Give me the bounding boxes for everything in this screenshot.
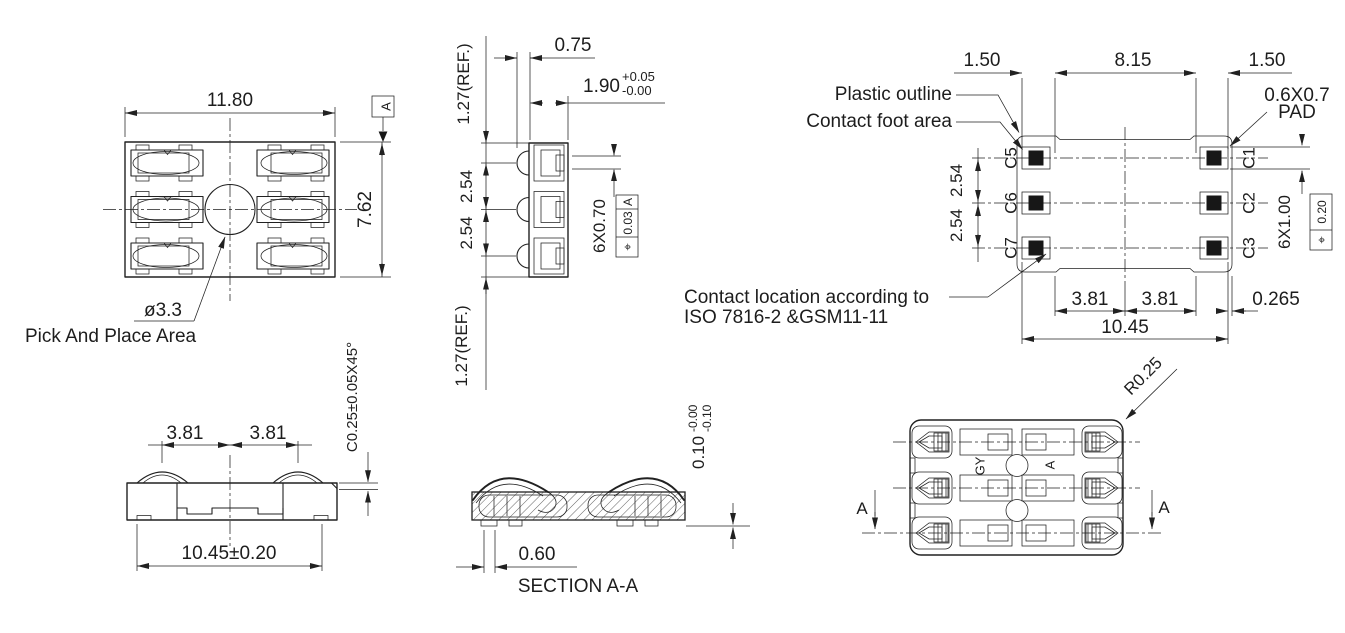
dim-total: 10.45	[1101, 317, 1149, 338]
dim-edge: 0.265	[1252, 289, 1300, 310]
pad-label-c2: C2	[1239, 192, 1258, 214]
pad-size: 0.6X0.7	[1264, 85, 1330, 106]
contact-bump-right	[272, 471, 324, 484]
mold-mark-gy: GY	[972, 456, 987, 475]
section-view: 0.60 0.10 -0.00 -0.10 SECTION A-A	[456, 404, 750, 597]
position-symbol-icon: ⌖	[1314, 236, 1329, 244]
fcf-datum: A	[621, 198, 635, 206]
standoff-tol-dn: -0.10	[700, 404, 714, 432]
dim-pitch-b: 2.54	[947, 209, 966, 242]
cut-label-right: A	[1158, 498, 1170, 517]
pad-label-c7: C7	[1001, 237, 1020, 259]
spring-contact-right	[608, 477, 685, 501]
pad-word: PAD	[1278, 102, 1316, 123]
side-contact	[516, 144, 565, 182]
fcf-tolerance: 0.20	[1315, 200, 1329, 224]
dim-body-tol-up: +0.05	[622, 69, 655, 84]
pad-label-c1: C1	[1239, 147, 1258, 169]
pad-label-c3: C3	[1239, 237, 1258, 259]
front-view-body	[126, 482, 338, 521]
side-view: 1.27(REF.) 2.54 2.54 1.27(REF.) 0.75 1.9…	[452, 35, 665, 390]
dim-body-tol-dn: -0.00	[622, 83, 652, 98]
bottom-view-body	[909, 419, 1124, 556]
hole-diameter: ø3.3	[144, 300, 182, 321]
bottom-view: GY A R0.25 A A	[856, 353, 1178, 556]
pick-place-circle	[204, 183, 256, 236]
dim-contact-width: 6X0.70	[590, 199, 609, 253]
dim-381a: 3.81	[167, 423, 204, 444]
dim-width: 11.80	[207, 90, 253, 111]
corner-radius: R0.25	[1120, 353, 1166, 399]
chamfer-note: C0.25±0.05X45°	[344, 342, 361, 452]
dim-ref-top: 1.27(REF.)	[454, 43, 473, 124]
label-contact-foot: Contact foot area	[806, 111, 952, 132]
contact-unit	[256, 144, 330, 182]
feature-control-frame: ⌖ 0.03 A	[615, 194, 639, 258]
dim-right-margin: 1.50	[1249, 50, 1286, 71]
front-view: 3.81 3.81 C0.25±0.05X45° 10.45±0.20	[126, 342, 378, 571]
dim-left-margin: 1.50	[964, 50, 1001, 71]
section-body	[471, 491, 686, 521]
dim-pitch-a: 2.54	[457, 170, 476, 203]
locating-hole	[1005, 454, 1029, 477]
contact-unit	[256, 237, 330, 275]
top-view: 11.80 7.62 A ø3.3 Pick And Place Area	[25, 90, 395, 347]
mold-mark-a: A	[1042, 460, 1057, 469]
contact-unit	[130, 144, 204, 182]
spring-contact-left	[472, 477, 549, 501]
feature-control-frame: ⌖ 0.20	[1309, 193, 1333, 251]
contact-location-note-1: Contact location according to	[684, 287, 929, 308]
side-contact	[516, 190, 565, 229]
cut-label-left: A	[856, 499, 868, 518]
dim-total: 10.45±0.20	[182, 543, 277, 564]
contact-location-note-2: ISO 7816-2 &GSM11-11	[684, 307, 888, 328]
dim-standoff: 0.10	[689, 436, 708, 469]
contact-unit	[130, 237, 204, 275]
pick-place-note: Pick And Place Area	[25, 326, 197, 347]
label-plastic-outline: Plastic outline	[835, 84, 952, 105]
dim-ref-bottom: 1.27(REF.)	[452, 305, 471, 386]
dim-381a: 3.81	[1072, 289, 1109, 310]
dim-slot: 0.60	[519, 544, 556, 565]
pad-label-c5: C5	[1001, 147, 1020, 169]
side-view-body	[528, 142, 569, 278]
datum-label: A	[378, 102, 393, 111]
dim-pad-height: 6X1.00	[1275, 195, 1294, 249]
dim-381b: 3.81	[1142, 289, 1179, 310]
section-title: SECTION A-A	[518, 576, 639, 597]
footprint-view: C5 C6 C7 C1 C2 C3 1.50 8.15 1.50 Plastic…	[684, 50, 1333, 344]
pad-label-c6: C6	[1001, 192, 1020, 214]
dim-pitch-a: 2.54	[947, 164, 966, 197]
dim-pitch-b: 2.54	[457, 216, 476, 249]
standoff-tol-up: -0.00	[686, 404, 700, 432]
fcf-tolerance: 0.03	[621, 211, 635, 235]
dim-height: 7.62	[355, 191, 376, 228]
position-symbol-icon: ⌖	[620, 243, 635, 251]
dim-381b: 3.81	[250, 423, 287, 444]
dim-span: 8.15	[1115, 50, 1152, 71]
dim-body: 1.90	[583, 76, 620, 97]
datum-flag: A	[371, 95, 395, 142]
locating-hole	[1005, 499, 1029, 522]
side-contact	[516, 237, 565, 275]
dim-tip: 0.75	[555, 35, 592, 56]
contact-bump-left	[136, 471, 189, 484]
